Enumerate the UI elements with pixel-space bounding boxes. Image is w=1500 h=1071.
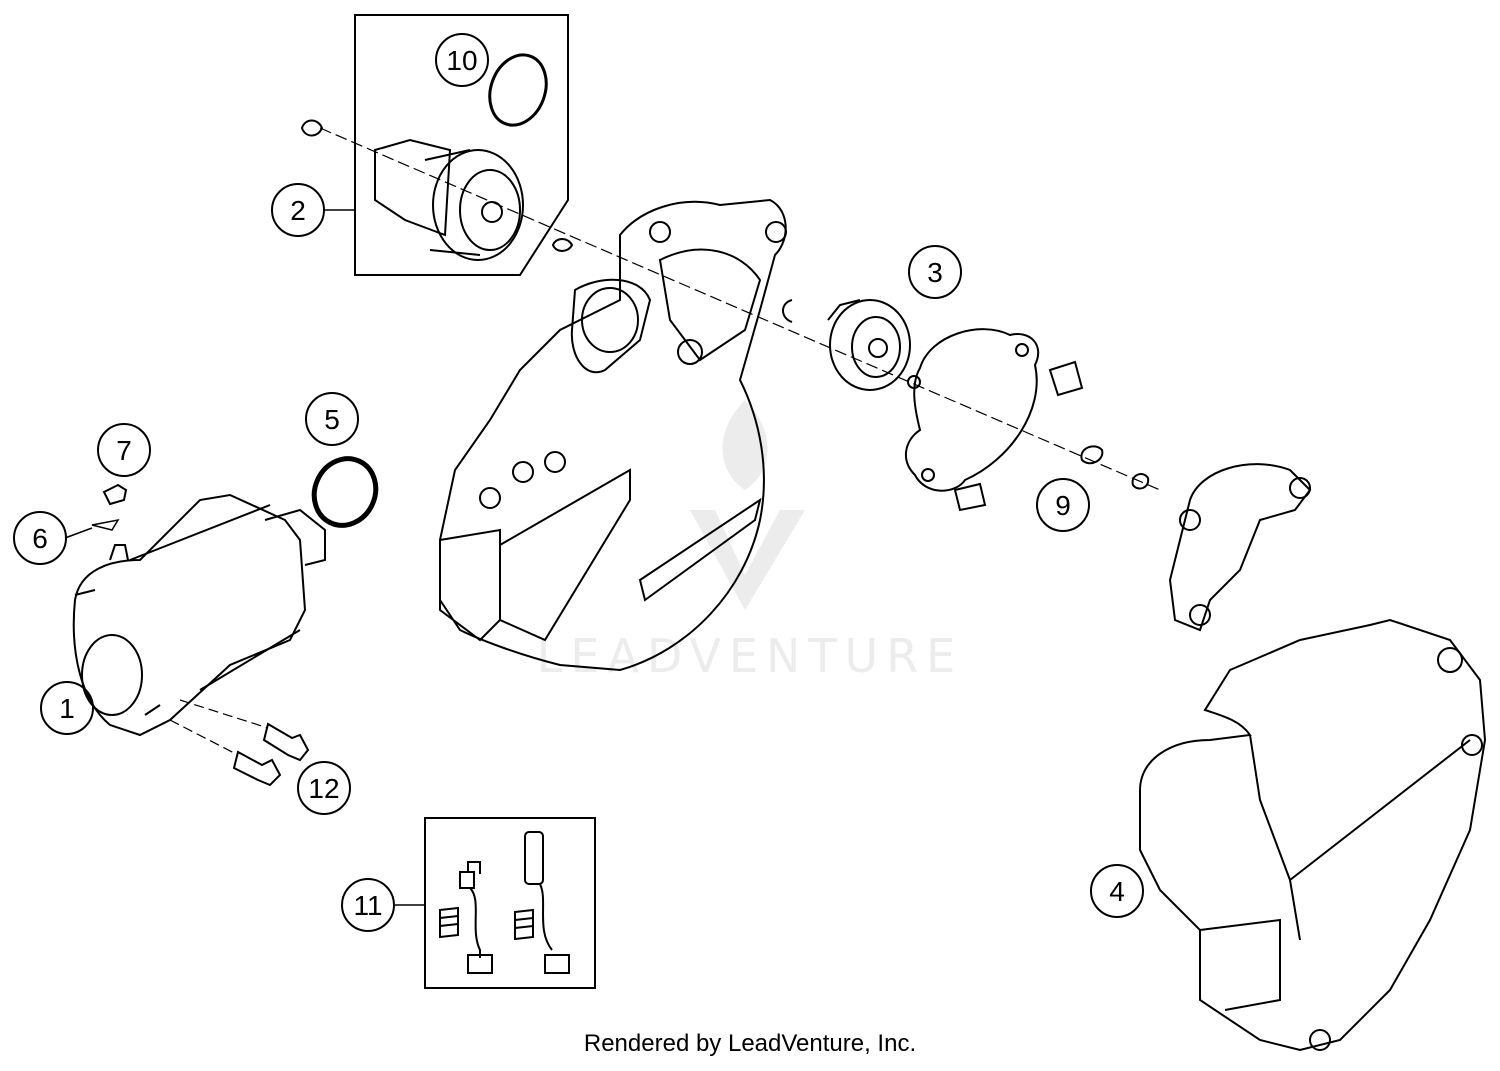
callout-label-7: 7 [116,435,132,466]
bushing-upper [1048,360,1084,397]
o-ring-part-10 [488,53,548,127]
callout-circle-11 [341,878,395,932]
callout-label-5: 5 [324,404,340,435]
callout-label-1: 1 [59,693,75,724]
watermark-logo [690,400,805,610]
o-ring-part-5 [311,456,379,528]
starter-motor-part-1 [72,493,326,737]
gasket-hole-3 [921,468,935,482]
callout-label-2: 2 [290,195,306,226]
part-group-box-11 [424,817,596,989]
callout-circle-6 [13,511,67,565]
leader-6 [64,527,93,539]
washer-part-6 [91,518,120,531]
callout-label-6: 6 [32,523,48,554]
callout-circle-12 [297,761,351,815]
intermediate-gear-part-3 [827,299,911,391]
callout-label-11: 11 [353,890,382,921]
callout-circle-1 [40,681,94,735]
bolt-axis-1 [179,699,269,729]
callout-circle-5 [305,392,359,446]
washer-small-1 [551,238,574,252]
washer-part-9 [1080,445,1104,465]
callout-circle-3 [908,245,962,299]
callout-circle-10 [435,33,489,87]
bolts-part-12 [232,722,310,787]
watermark-text: LEADVENTURE [537,629,964,683]
callout-circle-4 [1090,864,1144,918]
gasket [905,328,1040,492]
circlip-1 [782,299,793,323]
small-cover [1168,463,1312,632]
part-group-box-2-10 [354,14,569,276]
brush-kit-part-11 [439,831,570,974]
bushing-lower [953,482,987,512]
bolt-axis-2 [169,719,239,756]
gasket-hole-2 [907,375,921,389]
callout-label-12: 12 [308,773,339,804]
nut-part-7 [102,483,128,506]
callout-label-4: 4 [1109,876,1125,907]
outer-cover-part-4 [1139,618,1487,1052]
footer-credit: Rendered by LeadVenture, Inc. [583,1030,917,1057]
callout-circle-7 [97,423,151,477]
callout-circle-2 [271,183,325,237]
washer-small-2 [1131,473,1150,490]
starter-drive-part-2 [300,119,524,261]
gasket-hole-1 [1015,343,1029,357]
callout-label-10: 10 [446,45,477,76]
ignition-cover [439,198,787,672]
callout-label-9: 9 [1055,490,1071,521]
callout-label-3: 3 [927,257,943,288]
callout-circle-9 [1036,478,1090,532]
